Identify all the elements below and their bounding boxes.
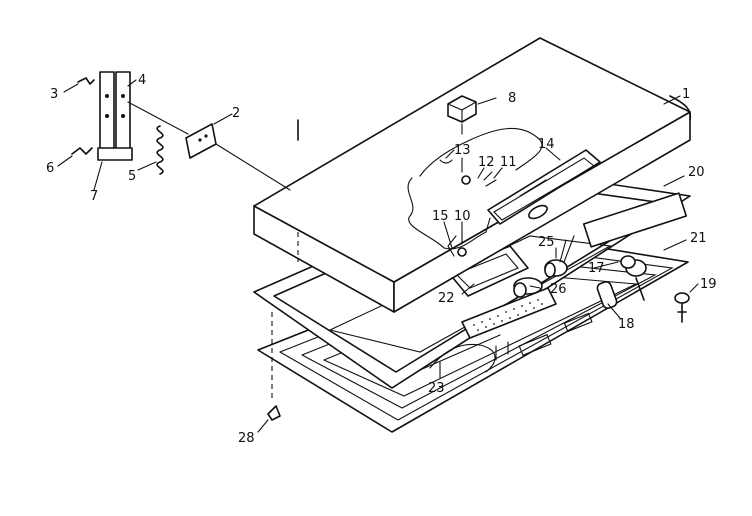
callout-13: 13 xyxy=(454,143,471,158)
callout-17: 17 xyxy=(588,261,605,276)
cover-wiring xyxy=(407,127,543,257)
callout-22: 22 xyxy=(438,291,455,306)
part-8-cap xyxy=(447,95,477,135)
callout-2: 2 xyxy=(232,106,240,121)
callout-28: 28 xyxy=(238,431,255,446)
callout-19: 19 xyxy=(700,277,717,292)
callout-5: 5 xyxy=(128,169,136,184)
display-panel xyxy=(487,149,601,225)
callout-14: 14 xyxy=(538,137,555,152)
hinge-assembly xyxy=(71,71,291,191)
foot-part-28 xyxy=(267,405,281,421)
callout-8: 8 xyxy=(508,91,516,106)
inner-components xyxy=(429,235,618,373)
leader-lines xyxy=(57,79,699,433)
callout-23: 23 xyxy=(428,381,445,396)
callout-10: 10 xyxy=(454,209,471,224)
callout-7: 7 xyxy=(90,189,98,204)
callout-15: 15 xyxy=(432,209,449,224)
door-lock xyxy=(620,255,690,323)
callout-3: 3 xyxy=(50,87,58,102)
callout-18: 18 xyxy=(618,317,635,332)
callout-26: 26 xyxy=(550,282,567,297)
callout-25: 25 xyxy=(538,235,555,250)
callout-11: 11 xyxy=(500,155,517,170)
callout-1: 1 xyxy=(682,87,690,102)
callout-12: 12 xyxy=(478,155,495,170)
callout-6: 6 xyxy=(46,161,54,176)
callout-labels: 1 2 3 4 5 6 7 8 10 11 12 13 14 15 17 18 … xyxy=(46,73,717,446)
callout-4: 4 xyxy=(138,73,146,88)
callout-21: 21 xyxy=(690,231,707,246)
callout-20: 20 xyxy=(688,165,705,180)
